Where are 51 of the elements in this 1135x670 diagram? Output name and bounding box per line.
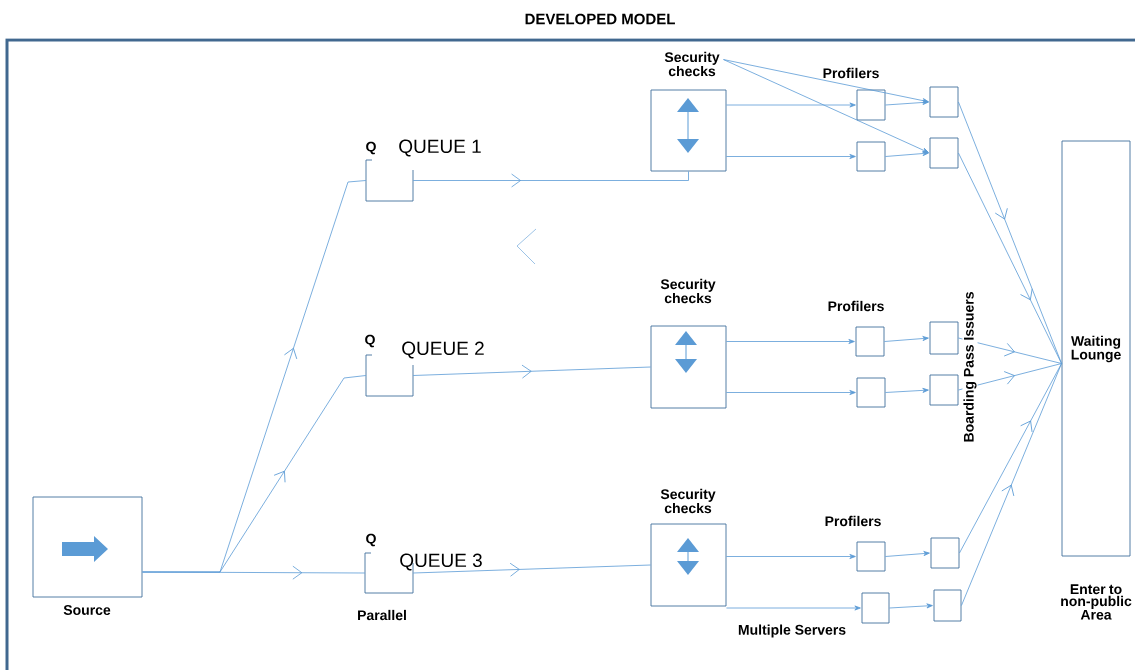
queue-label: QUEUE 3	[400, 553, 482, 571]
server-box	[855, 326, 885, 357]
security-label: Security checks	[660, 488, 716, 514]
arrow	[889, 603, 933, 609]
arrow	[723, 59, 929, 104]
arrow	[885, 387, 929, 393]
title: DEVELOPED MODEL	[525, 13, 675, 25]
node-label: Q	[366, 141, 376, 155]
server-box	[929, 374, 959, 406]
arrow	[726, 605, 861, 611]
security-check-box	[650, 325, 727, 409]
server-box	[930, 537, 960, 569]
server-box	[856, 89, 886, 121]
node-label: Enter to non-public Area	[1061, 584, 1132, 620]
arrow	[885, 551, 930, 557]
arrow	[726, 554, 856, 559]
arrow	[723, 59, 929, 153]
text-label: Profilers	[823, 67, 879, 79]
server-box	[856, 377, 886, 408]
arrow	[885, 99, 929, 106]
node-label: Parallel	[358, 609, 406, 621]
node-label: Source	[63, 605, 111, 615]
arrow	[884, 336, 929, 342]
security-check-box	[650, 523, 727, 607]
arrow	[726, 154, 856, 159]
source-box	[32, 496, 143, 598]
text-label: Multiple Servers	[738, 624, 846, 638]
server-box	[861, 592, 890, 624]
arrow	[726, 390, 856, 395]
server-box	[929, 86, 959, 118]
queue-label: QUEUE 2	[402, 341, 484, 359]
node-label: Waiting Lounge	[1071, 335, 1121, 363]
waiting-lounge-box	[1061, 140, 1131, 557]
node-label: Q	[365, 334, 375, 348]
security-label: Security checks	[664, 51, 720, 77]
node-label: Q	[366, 533, 376, 547]
rotated-label: Boarding Pass Issuers	[962, 290, 978, 444]
text-label: Profilers	[825, 515, 881, 527]
arrow	[726, 102, 856, 108]
security-check-box	[650, 89, 727, 172]
arrow	[726, 339, 855, 344]
server-box	[856, 141, 886, 172]
arrow	[885, 151, 929, 157]
server-box	[929, 137, 959, 169]
queue-bracket	[365, 159, 414, 202]
server-box	[933, 589, 962, 622]
queue-label: QUEUE 1	[399, 139, 481, 157]
server-box	[929, 321, 959, 355]
security-label: Security checks	[660, 278, 716, 304]
text-label: Profilers	[828, 300, 884, 312]
server-box	[856, 541, 886, 572]
